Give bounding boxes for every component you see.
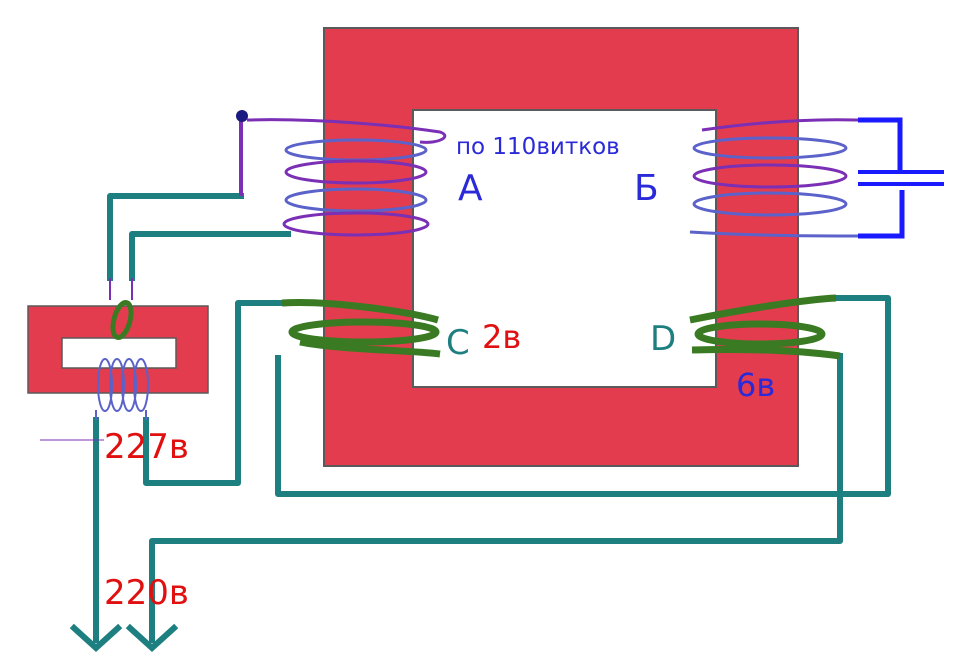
coil-c — [281, 299, 441, 358]
coil-b-label: Б — [634, 168, 659, 209]
coil-a — [246, 118, 447, 237]
voltage-d-label: 6в — [736, 366, 775, 404]
aux-coil-bottom — [95, 358, 149, 420]
terminal — [236, 110, 248, 196]
aux-coil-top — [109, 278, 134, 341]
voltage-mains-label: 220в — [104, 573, 189, 613]
mains-arrows — [69, 623, 179, 653]
coil-d-label: D — [650, 319, 676, 359]
terminal-dot — [236, 110, 248, 122]
coil-c-label: C — [446, 323, 470, 363]
aux-lead-right — [129, 231, 291, 281]
coil-a-label: А — [458, 168, 483, 209]
capacitor — [858, 117, 944, 239]
coil-d — [689, 294, 841, 360]
lead-aux-to-c — [143, 300, 285, 486]
turns-label: по 110витков — [456, 134, 620, 160]
coil-b — [689, 118, 859, 238]
voltage-aux-label: 227в — [104, 427, 189, 467]
lead-d-to-mains — [149, 353, 843, 643]
main-core — [323, 27, 799, 467]
aux-core — [27, 305, 209, 394]
arrow-right-icon — [125, 623, 179, 653]
arrow-left-icon — [69, 623, 123, 653]
aux-lead-left — [107, 193, 244, 281]
lead-c-to-d — [275, 295, 891, 497]
lead-wires — [93, 193, 891, 643]
voltage-c-label: 2в — [482, 318, 521, 356]
